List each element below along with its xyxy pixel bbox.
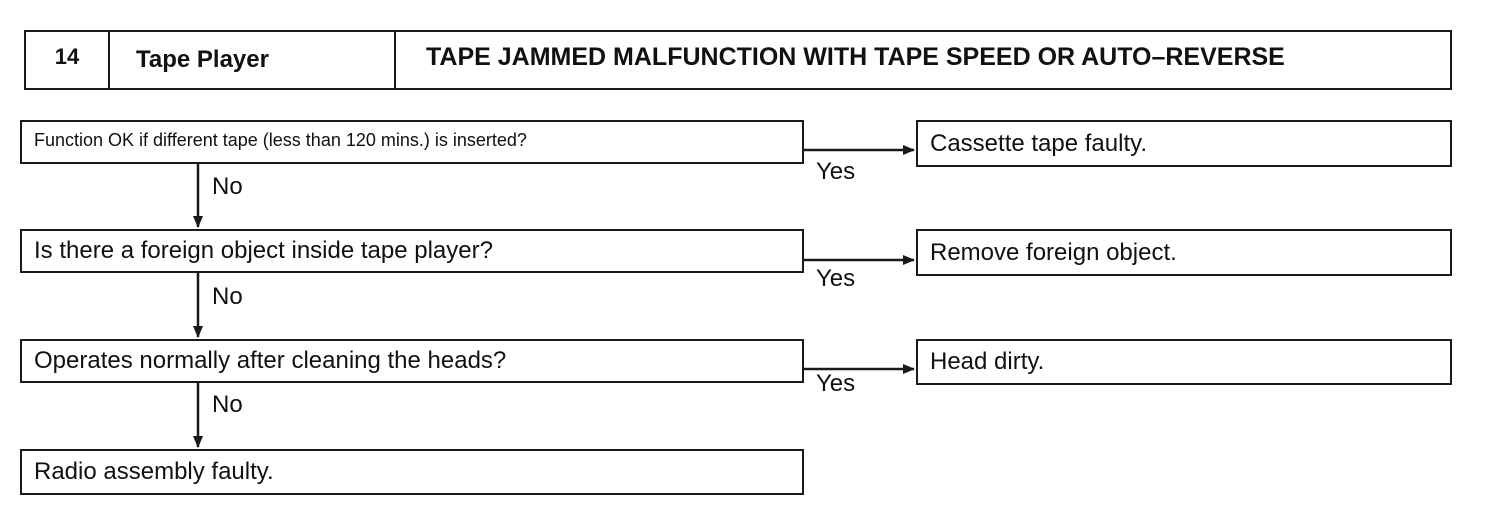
yes-label-3: Yes	[816, 370, 856, 397]
no-label-3: No	[212, 391, 243, 418]
header-bar: 14 Tape Player TAPE JAMMED MALFUNCTION W…	[24, 30, 1452, 90]
page-title: TAPE JAMMED MALFUNCTION WITH TAPE SPEED …	[426, 42, 1285, 71]
yes-label-1: Yes	[816, 158, 856, 185]
question-3-box: Operates normally after cleaning the hea…	[20, 339, 804, 383]
no-label-1: No	[212, 173, 243, 200]
section-name: Tape Player	[110, 32, 396, 88]
result-box: Radio assembly faulty.	[20, 449, 804, 495]
question-2-box: Is there a foreign object inside tape pl…	[20, 229, 804, 273]
answer-1-box: Cassette tape faulty.	[916, 120, 1452, 167]
no-label-2: No	[212, 283, 243, 310]
answer-2-box: Remove foreign object.	[916, 229, 1452, 276]
answer-3-box: Head dirty.	[916, 339, 1452, 385]
section-number: 14	[26, 32, 110, 88]
yes-label-2: Yes	[816, 265, 856, 292]
question-1-box: Function OK if different tape (less than…	[20, 120, 804, 164]
